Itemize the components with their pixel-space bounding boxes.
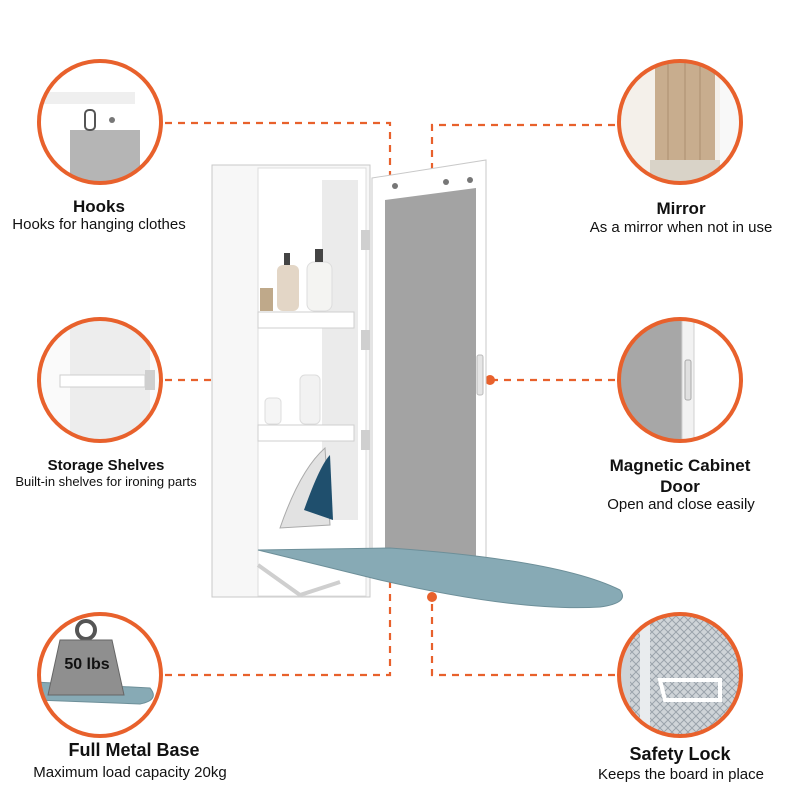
- mirror-description: As a mirror when not in use: [589, 219, 773, 236]
- ironing-board: [256, 547, 623, 609]
- lock-detail-image: [617, 612, 743, 738]
- base-title: Full Metal Base: [68, 740, 200, 760]
- cabinet-door: [371, 159, 487, 561]
- cabinet: [211, 164, 371, 598]
- mirror-detail-image: [617, 59, 743, 185]
- base-description: Maximum load capacity 20kg: [33, 764, 227, 781]
- weight-label: 50 lbs: [64, 656, 110, 673]
- weight-detail-image: [37, 612, 163, 738]
- mirror-title: Mirror: [656, 199, 706, 218]
- lock-title: Safety Lock: [629, 744, 731, 764]
- leader-line-mirror: [430, 123, 615, 238]
- shelves-detail-image: [37, 317, 163, 443]
- door-detail-image: [617, 317, 743, 443]
- lock-description: Keeps the board in place: [598, 766, 764, 783]
- leader-line-base: [165, 560, 392, 677]
- hooks-description: Hooks for hanging clothes: [12, 216, 186, 233]
- shelves-title: Storage Shelves: [47, 457, 165, 474]
- door-title: Magnetic Cabinet Door: [609, 456, 751, 496]
- hooks-title: Hooks: [73, 197, 125, 216]
- shelves-description: Built-in shelves for ironing parts: [15, 474, 197, 489]
- hooks-detail-image: [37, 59, 163, 185]
- door-description: Open and close easily: [607, 496, 755, 513]
- leader-line-hooks: [165, 121, 392, 175]
- leader-line-lock: [430, 597, 615, 677]
